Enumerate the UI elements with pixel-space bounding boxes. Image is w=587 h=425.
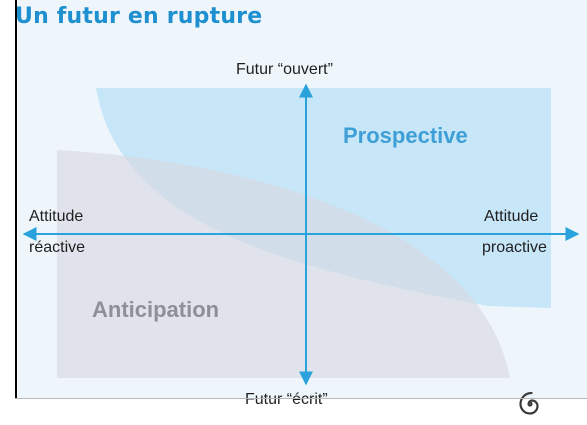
- region-label-anticipation: Anticipation: [92, 297, 220, 322]
- region-label-prospective: Prospective: [343, 123, 468, 148]
- anticipation-region: [57, 150, 510, 378]
- axis-label-left-line2: réactive: [29, 239, 86, 256]
- spiral-logo-icon: [519, 391, 539, 415]
- axis-label-bottom: Futur “écrit”: [245, 391, 328, 408]
- axis-label-left-line1: Attitude: [29, 208, 84, 225]
- diagram-title: Un futur en rupture: [15, 4, 263, 29]
- axis-label-top: Futur “ouvert”: [236, 61, 333, 78]
- bottom-border: [15, 398, 587, 399]
- axis-label-right-line2: proactive: [482, 239, 547, 256]
- prospective-region: [96, 88, 551, 308]
- left-border: [15, 0, 17, 399]
- axis-label-right-line1: Attitude: [484, 208, 539, 225]
